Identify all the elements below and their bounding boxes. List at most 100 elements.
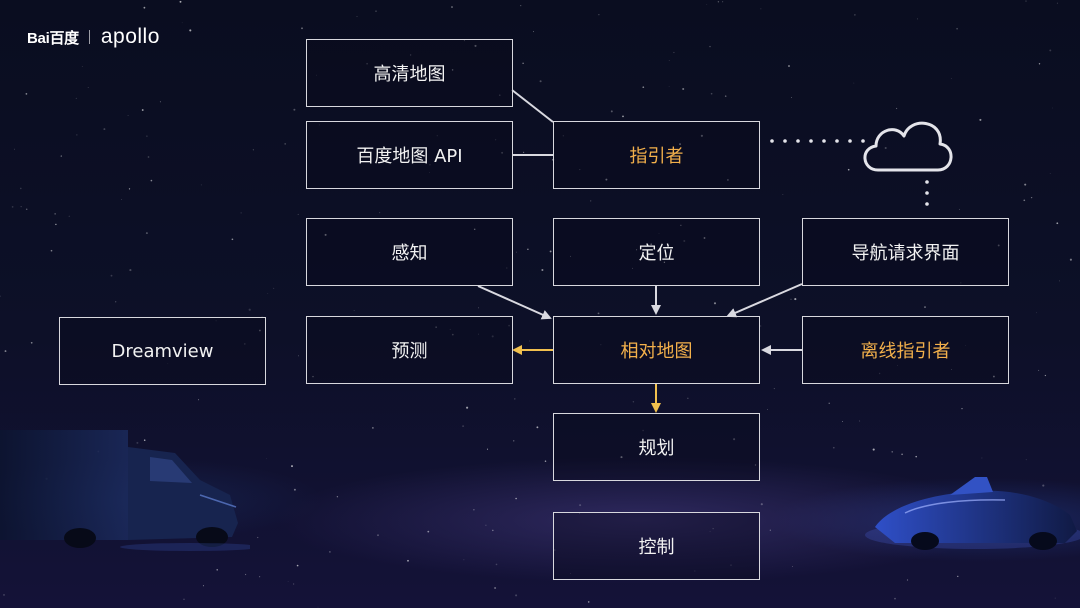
car-image (865, 477, 1080, 550)
star (536, 426, 539, 429)
star (473, 509, 475, 511)
star (54, 213, 56, 215)
star (1038, 63, 1041, 65)
star (668, 60, 670, 61)
node-offline-guide: 离线指引者 (802, 316, 1009, 384)
star (451, 69, 454, 71)
star (463, 40, 465, 42)
star (722, 1, 724, 3)
star (143, 6, 146, 9)
star (726, 178, 729, 181)
baidu-apollo-logo: Bai百度 apollo (27, 24, 160, 50)
star (663, 261, 666, 263)
star (1069, 258, 1072, 261)
star (570, 255, 571, 257)
star (632, 401, 635, 403)
node-planning: 规划 (553, 413, 760, 481)
star (532, 31, 535, 33)
star (244, 343, 246, 345)
star (141, 109, 144, 111)
star (485, 524, 487, 526)
star (353, 309, 355, 311)
star (297, 213, 299, 215)
star (683, 240, 686, 242)
star (522, 151, 525, 154)
star (11, 206, 14, 208)
star (463, 559, 465, 561)
star (25, 208, 28, 210)
star (896, 364, 898, 366)
star (642, 86, 645, 89)
star (60, 155, 62, 157)
star (266, 458, 268, 460)
star (769, 529, 771, 531)
star (449, 328, 451, 330)
star (760, 325, 762, 327)
star (514, 398, 516, 400)
star (179, 0, 182, 3)
star (733, 438, 736, 441)
star (673, 51, 675, 54)
star (436, 135, 438, 137)
node-localization: 定位 (553, 218, 760, 286)
star (293, 488, 296, 491)
star (409, 54, 412, 56)
star (668, 86, 670, 88)
star (240, 212, 242, 214)
star (121, 199, 123, 200)
star (20, 206, 22, 208)
star (147, 156, 150, 158)
star (76, 134, 78, 136)
star (853, 82, 855, 84)
star (491, 335, 494, 338)
star (790, 96, 792, 98)
star (466, 406, 469, 409)
star (1059, 280, 1060, 282)
star (842, 420, 843, 422)
star (189, 29, 192, 32)
star (1042, 484, 1045, 487)
node-navigation-ui: 导航请求界面 (802, 218, 1009, 286)
star (515, 594, 518, 597)
star (794, 298, 797, 301)
star (709, 45, 711, 48)
star (329, 551, 331, 553)
star (181, 22, 183, 24)
truck-image (0, 430, 250, 551)
star (539, 80, 542, 83)
star (30, 341, 33, 344)
star (960, 282, 962, 284)
star (600, 344, 602, 346)
star (215, 320, 217, 322)
star (950, 78, 952, 79)
star (356, 16, 358, 18)
edge-navigation-ui-to-relative-map (726, 283, 803, 318)
star (150, 179, 153, 182)
star (713, 302, 717, 305)
star (3, 594, 5, 596)
star (379, 212, 381, 214)
star (292, 583, 295, 585)
star (894, 597, 896, 600)
star (767, 409, 768, 411)
star (709, 530, 711, 532)
star (917, 18, 918, 20)
star (136, 441, 139, 444)
node-control: 控制 (553, 512, 760, 580)
star (544, 460, 547, 462)
star (202, 585, 204, 587)
node-dreamview: Dreamview (59, 317, 266, 385)
star (847, 168, 850, 171)
star (515, 251, 517, 253)
star (159, 101, 161, 103)
star (316, 74, 317, 76)
star (620, 456, 623, 459)
star (451, 333, 454, 336)
star (650, 243, 653, 246)
star (494, 586, 497, 590)
star (658, 233, 660, 234)
star (891, 451, 893, 453)
star (782, 194, 784, 195)
star (773, 388, 775, 390)
edge-hd-map-to-guide (511, 89, 554, 123)
